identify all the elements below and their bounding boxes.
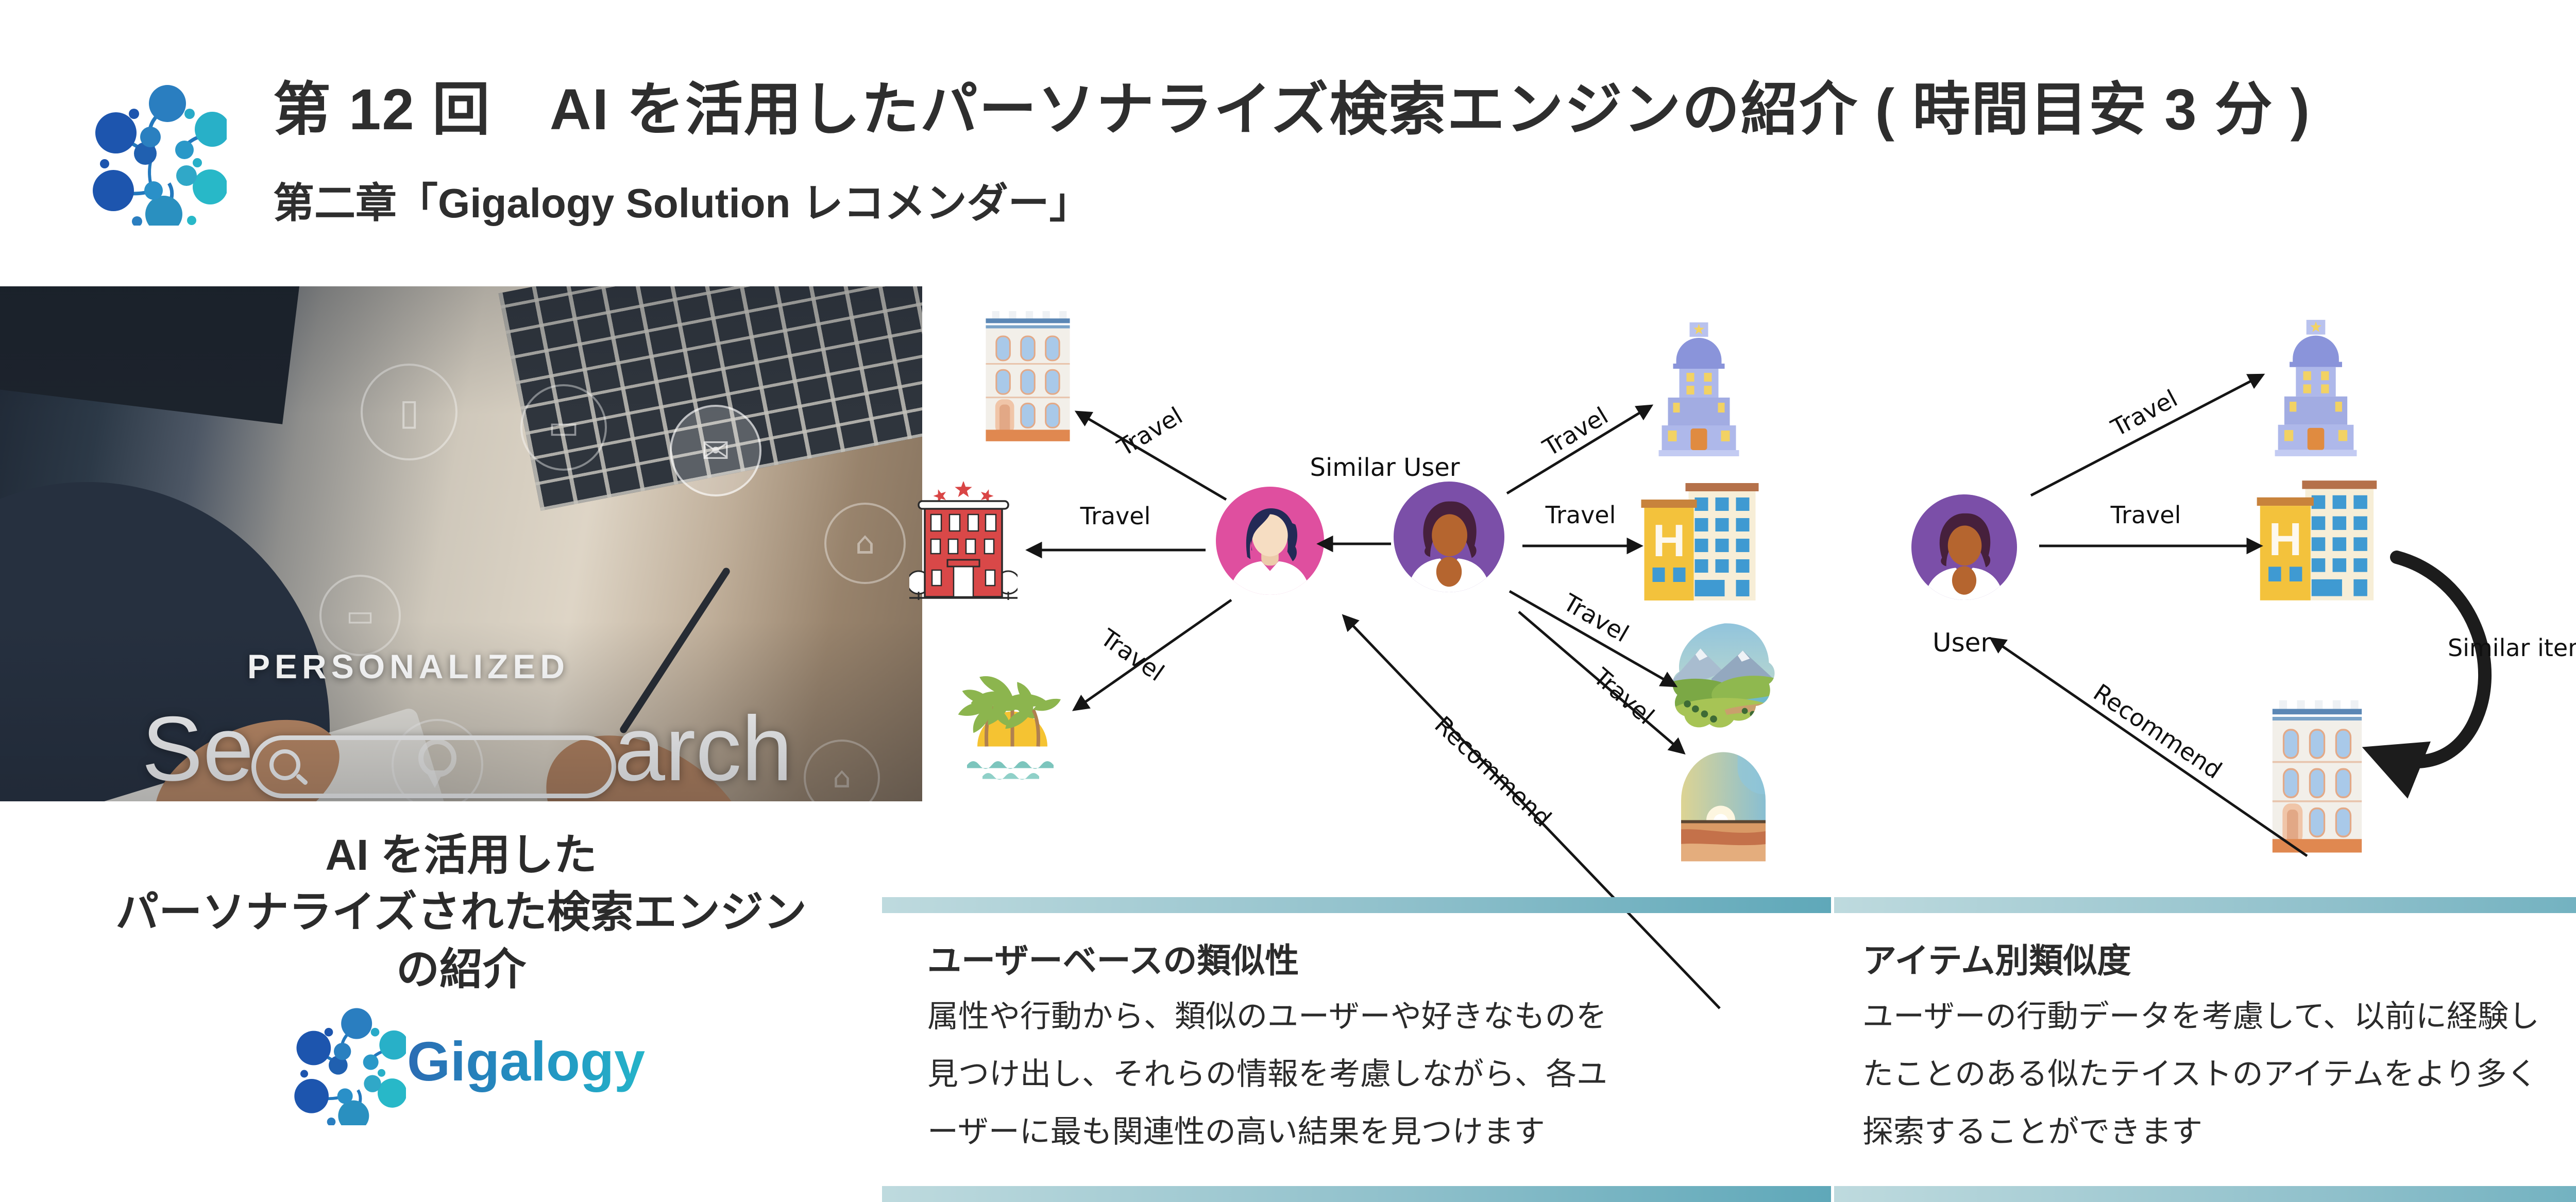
user-label: User <box>1933 628 1991 658</box>
personalized-search-photo: ▯ ▭ ✉ ⌂ ▭ @ ✗ www. ⌂ PERSONALIZED Se arc… <box>0 286 922 801</box>
hand-right-shape <box>515 699 784 801</box>
divider-bar-top-right <box>1834 897 2576 913</box>
location-pin-icon <box>392 719 483 801</box>
svg-text:H: H <box>1653 515 1686 566</box>
travel-label: Travel <box>1558 588 1634 648</box>
similar-item-label: Similar item <box>2448 634 2576 662</box>
laptop-keyboard-shape <box>498 286 922 511</box>
pen-shape <box>618 566 732 735</box>
white-hotel-illustration-2 <box>2272 700 2362 853</box>
gigalogy-logo-icon <box>93 85 227 226</box>
person-sleeve-shape <box>0 482 330 801</box>
section-title-user-based: ユーザーベースの類似性 <box>927 941 1299 980</box>
hand-left-shape <box>135 694 359 801</box>
travel-label: Travel <box>1095 623 1170 687</box>
divider-bar-bottom-right <box>1834 1186 2576 1202</box>
arrow-travel-dome-2 <box>2030 373 2265 497</box>
bag-icon: ⌂ <box>824 503 906 584</box>
white-hotel-illustration <box>986 311 1070 441</box>
travel-label: Travel <box>2106 384 2182 442</box>
laptop-screen-shape <box>0 286 303 424</box>
divider-bar-bottom-left <box>882 1186 1831 1202</box>
tablet-icon: ▭ <box>520 384 607 471</box>
mountain-landscape-illustration <box>1672 623 1775 728</box>
user-avatar-purple <box>1394 482 1504 592</box>
page-subtitle: 第二章「Gigalogy Solution レコメンダー」 <box>273 180 1091 226</box>
recommend-label: Recommend <box>2088 678 2227 784</box>
item-user-avatar-purple <box>1911 494 2017 600</box>
travel-label: Travel <box>1545 501 1616 529</box>
dome-building-illustration-2 <box>2275 320 2357 456</box>
red-building-illustration <box>909 482 1018 600</box>
travel-label: Travel <box>2110 501 2181 529</box>
search-word-left: Se <box>142 697 254 800</box>
similar-user-avatar-pink <box>1216 487 1324 595</box>
gigalogy-logo-icon-small <box>294 1008 406 1125</box>
page-title: 第 12 回 AI を活用したパーソナライズ検索エンジンの紹介 ( 時間目安 3… <box>273 77 2311 142</box>
cart-icon: ⌂ <box>804 740 880 801</box>
travel-label: Travel <box>1538 401 1613 462</box>
travel-label: Travel <box>1112 401 1188 462</box>
section-body-item-based: ユーザーの行動データを考慮して、以前に経験し たことのある似たテイストのアイテム… <box>1862 999 2539 1149</box>
personalized-overlay-text: PERSONALIZED <box>247 647 570 685</box>
phone-icon: ▯ <box>361 364 457 460</box>
divider-bar-top-left <box>882 897 1831 913</box>
section-title-item-based: アイテム別類似度 <box>1862 941 2131 980</box>
section-body-user-based: 属性や行動から、類似のユーザーや好きなものを 見つけ出し、それらの情報を考慮しな… <box>927 999 1607 1149</box>
left-caption: AI を活用した パーソナライズされた検索エンジン の紹介 <box>115 831 807 993</box>
mail-icon: ✉ <box>670 405 761 496</box>
arrow-recommend-item-based <box>1989 637 2308 857</box>
travel-label: Travel <box>1080 502 1151 530</box>
magnifier-icon <box>269 749 300 780</box>
desert-landscape-illustration <box>1681 752 1766 862</box>
svg-text:H: H <box>2268 514 2302 565</box>
h-hotel-illustration: H <box>1641 483 1759 600</box>
folder-icon: ▭ <box>319 575 401 656</box>
similar-user-label: Similar User <box>1310 453 1460 482</box>
dome-building-illustration <box>1658 322 1739 456</box>
search-bar-shape <box>251 735 616 798</box>
travel-label-desert: Travel <box>1588 662 1660 730</box>
recommend-label: Recommend <box>1429 711 1557 832</box>
brand-row: Gigalogy <box>0 997 922 1125</box>
search-word-right: arch <box>614 697 793 800</box>
brand-wordmark: Gigalogy <box>406 1029 646 1092</box>
paper-shape <box>0 706 494 801</box>
h-hotel-illustration-2: H <box>2257 480 2377 600</box>
palm-island-illustration <box>956 671 1063 780</box>
